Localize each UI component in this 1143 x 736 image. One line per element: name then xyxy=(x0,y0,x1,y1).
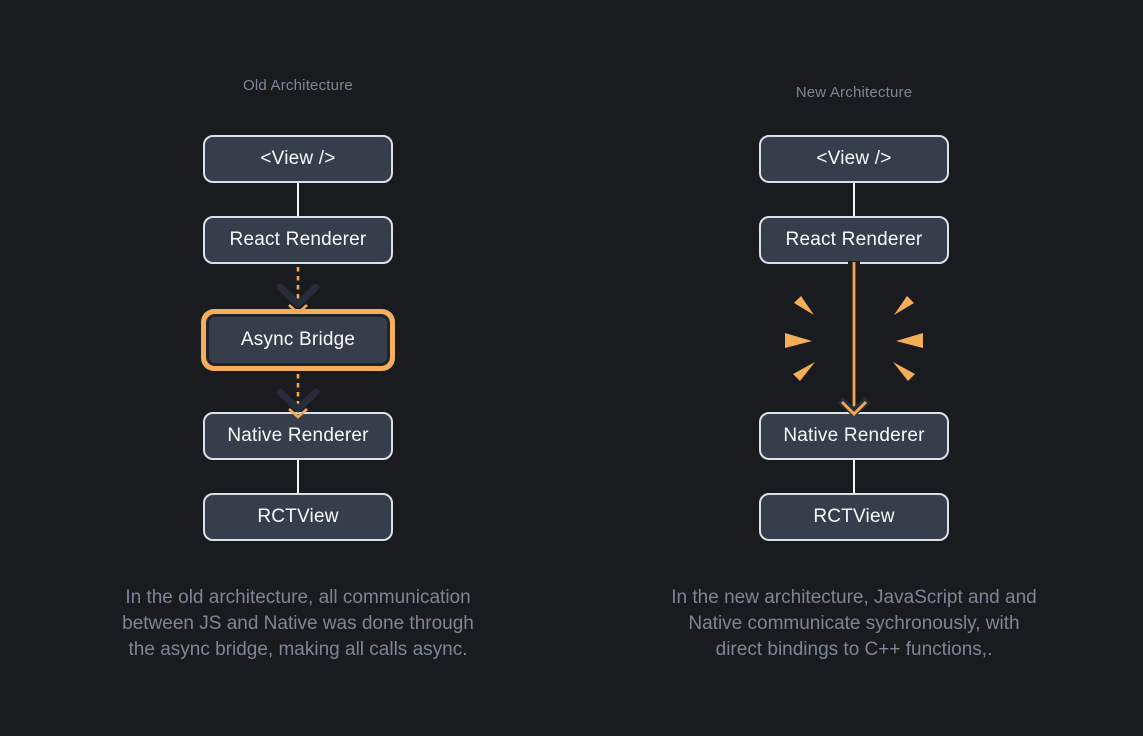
node-view-new: <View /> xyxy=(759,135,949,183)
node-async-bridge: Async Bridge xyxy=(206,314,390,366)
old-architecture-title: Old Architecture xyxy=(243,77,353,94)
node-react-renderer-new: React Renderer xyxy=(759,216,949,264)
node-rctview-new: RCTView xyxy=(759,493,949,541)
async-bridge-highlight: Async Bridge xyxy=(201,309,395,371)
node-view-old: <View /> xyxy=(203,135,393,183)
sync-solid-arrow-down-icon xyxy=(837,261,871,417)
async-dashed-arrow-down-icon xyxy=(276,374,320,419)
node-native-renderer-old: Native Renderer xyxy=(203,412,393,460)
node-rctview-old: RCTView xyxy=(203,493,393,541)
old-architecture-caption: In the old architecture, all communicati… xyxy=(122,587,474,660)
connector-line xyxy=(853,183,855,217)
connector-line xyxy=(853,460,855,494)
new-architecture-caption: In the new architecture, JavaScript and … xyxy=(671,587,1037,660)
emphasis-burst-right-icon xyxy=(893,296,923,381)
connector-line xyxy=(297,460,299,494)
async-dashed-arrow-down-icon xyxy=(276,267,320,314)
node-native-renderer-new: Native Renderer xyxy=(759,412,949,460)
node-react-renderer-old: React Renderer xyxy=(203,216,393,264)
new-architecture-title: New Architecture xyxy=(795,84,913,101)
emphasis-burst-left-icon xyxy=(785,296,815,381)
connector-line xyxy=(297,183,299,217)
